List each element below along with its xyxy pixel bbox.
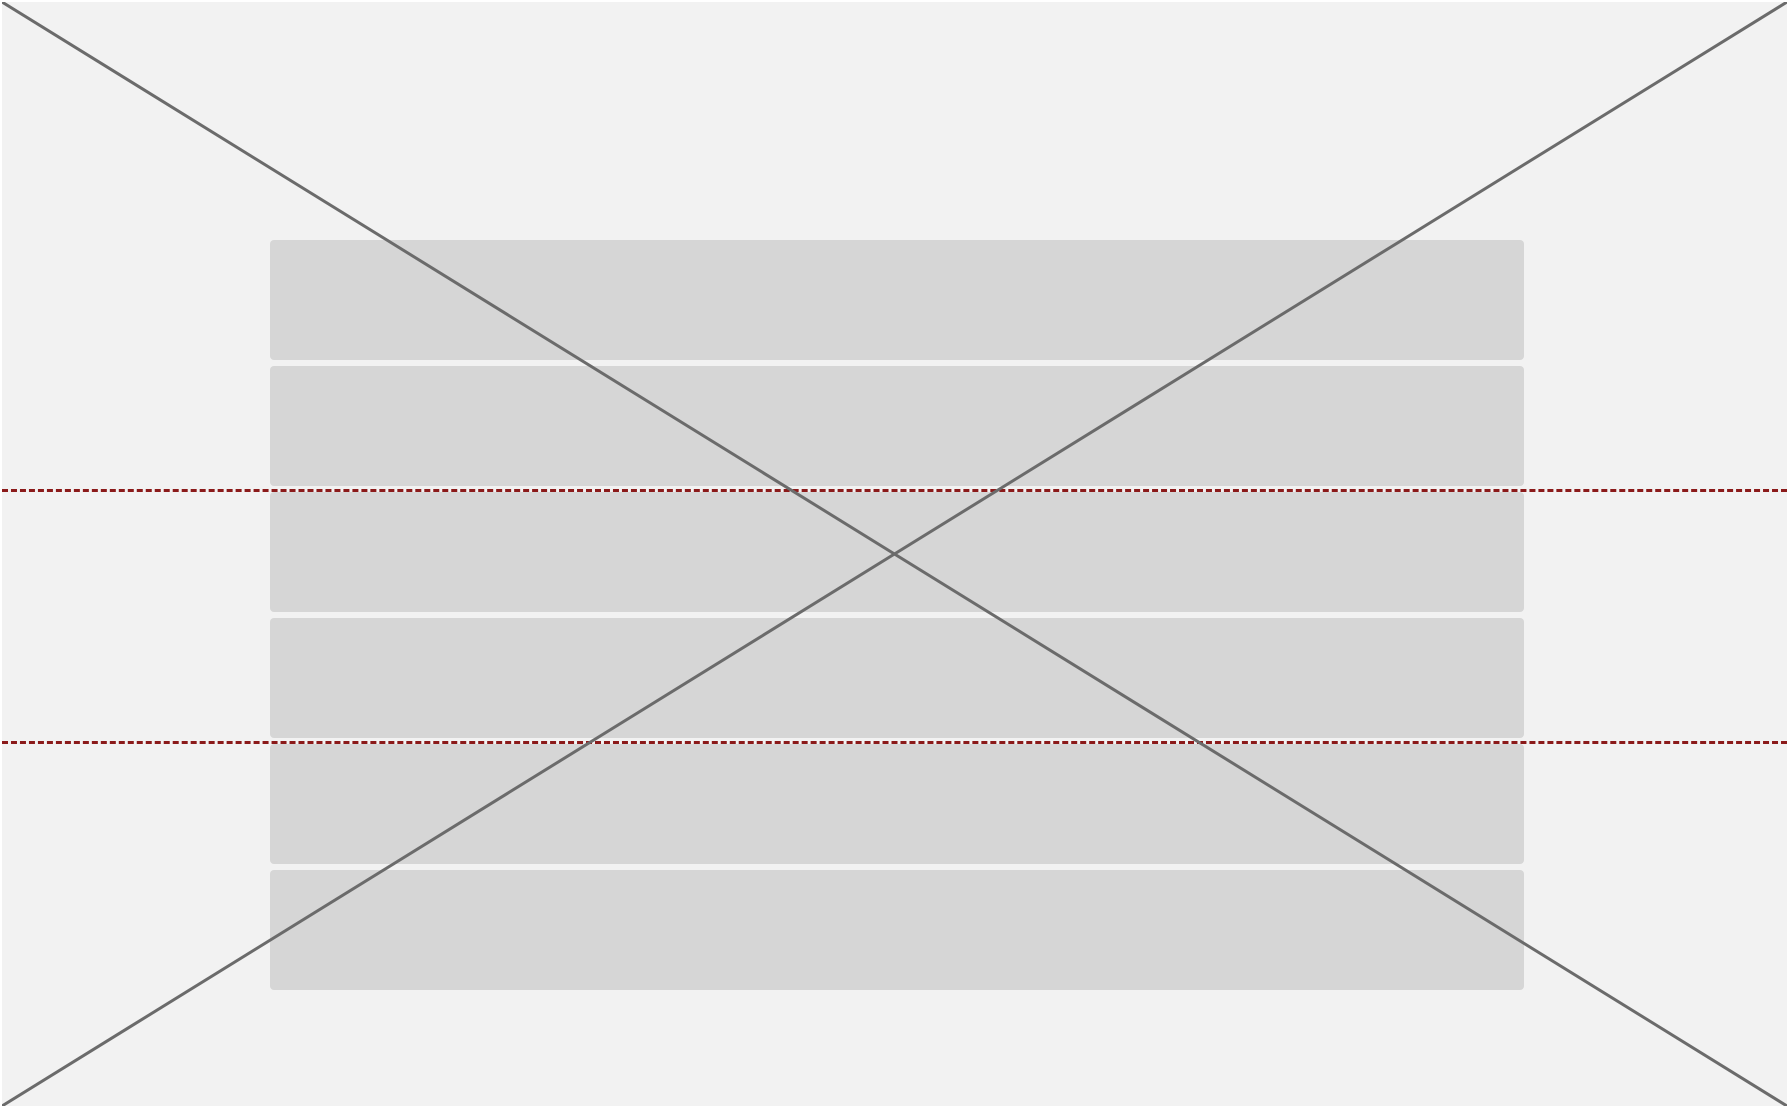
content-block-2	[270, 366, 1524, 486]
content-block-1	[270, 240, 1524, 360]
content-block-6	[270, 870, 1524, 990]
guide-line-upper	[2, 489, 1787, 492]
content-block-4	[270, 618, 1524, 738]
content-block-stack	[270, 240, 1524, 990]
guide-line-lower	[2, 741, 1787, 744]
content-block-5	[270, 744, 1524, 864]
